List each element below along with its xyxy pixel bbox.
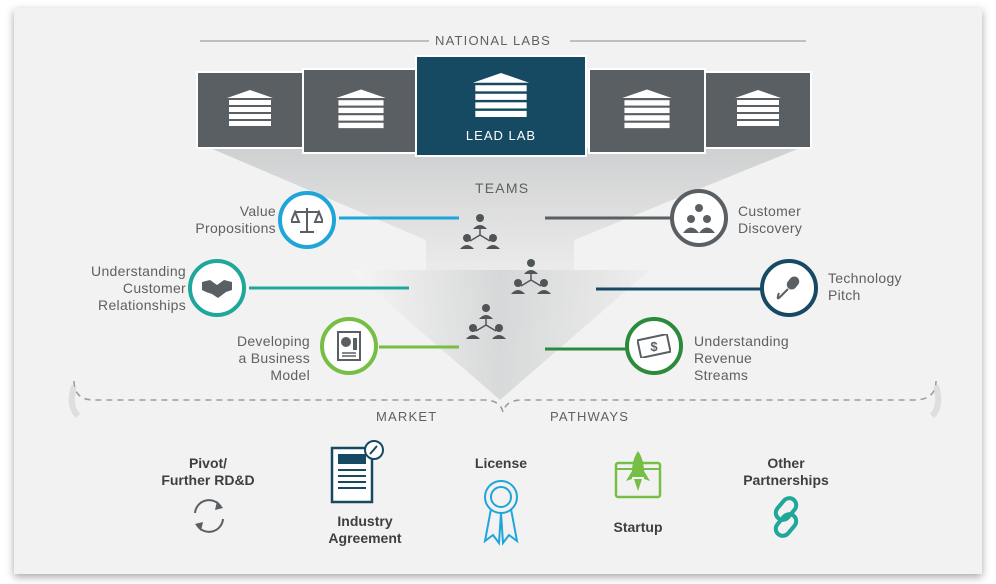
pathways-label: PATHWAYS xyxy=(550,409,630,424)
topic-circle-value xyxy=(278,191,336,249)
handshake-icon xyxy=(202,280,232,298)
market-brace-tail xyxy=(68,385,942,419)
topic-business-model: Developing a Business Model xyxy=(236,333,310,383)
market-label: MARKET xyxy=(376,409,438,424)
microphone-icon xyxy=(776,276,800,300)
team-icon xyxy=(466,304,506,339)
topic-circle-pitch xyxy=(760,259,818,317)
lab-building-4 xyxy=(588,68,706,154)
pathway-industry-agreement: Industry Agreement xyxy=(328,513,402,546)
topic-customer-relationships: Understanding Customer Relationships xyxy=(91,263,186,313)
pathway-startup: Startup xyxy=(613,519,663,535)
lab-building-2 xyxy=(302,68,420,154)
svg-text:$: $ xyxy=(650,339,658,354)
building-icon xyxy=(336,89,386,129)
building-icon xyxy=(622,89,672,129)
lab-building-1 xyxy=(196,71,304,149)
diagram-card: NATIONAL LABS LEAD LAB TEAMS xyxy=(14,8,982,574)
building-icon xyxy=(472,73,530,117)
report-icon xyxy=(337,331,361,361)
contract-icon xyxy=(330,440,384,504)
team-icon xyxy=(460,214,500,249)
lead-lab: LEAD LAB xyxy=(415,55,587,157)
people-lightbulb-icon xyxy=(683,204,715,233)
lead-lab-label: LEAD LAB xyxy=(465,128,537,143)
topic-circle-business xyxy=(320,317,378,375)
topic-circle-revenue: $ xyxy=(625,317,683,375)
topic-technology-pitch: Technology Pitch xyxy=(828,270,902,303)
teams-label: TEAMS xyxy=(475,180,530,196)
national-labs-title: NATIONAL LABS xyxy=(435,33,552,48)
pathway-other-partnerships: Other Partnerships xyxy=(743,455,829,488)
money-icon: $ xyxy=(637,334,671,358)
arrow-shade xyxy=(350,270,650,400)
market-brace xyxy=(73,380,937,413)
ribbon-icon xyxy=(483,480,519,546)
scales-icon xyxy=(291,208,323,233)
topic-revenue-streams: Understanding Revenue Streams xyxy=(694,333,789,383)
pathway-license: License xyxy=(474,455,528,471)
topic-circle-relationships xyxy=(188,259,246,317)
diagram-art xyxy=(68,40,942,419)
building-icon xyxy=(735,90,781,126)
topic-circle-discovery xyxy=(670,189,728,247)
lab-building-5 xyxy=(704,71,812,149)
pathway-pivot: Pivot/ Further RD&D xyxy=(161,455,255,488)
rocket-icon xyxy=(614,451,662,499)
chain-link-icon xyxy=(773,496,799,538)
topic-customer-discovery: Customer Discovery xyxy=(738,203,803,236)
team-icon xyxy=(511,259,551,294)
building-icon xyxy=(227,90,273,126)
topic-value-propositions: Value Propositions xyxy=(195,203,276,236)
cycle-arrows-icon xyxy=(194,499,224,533)
